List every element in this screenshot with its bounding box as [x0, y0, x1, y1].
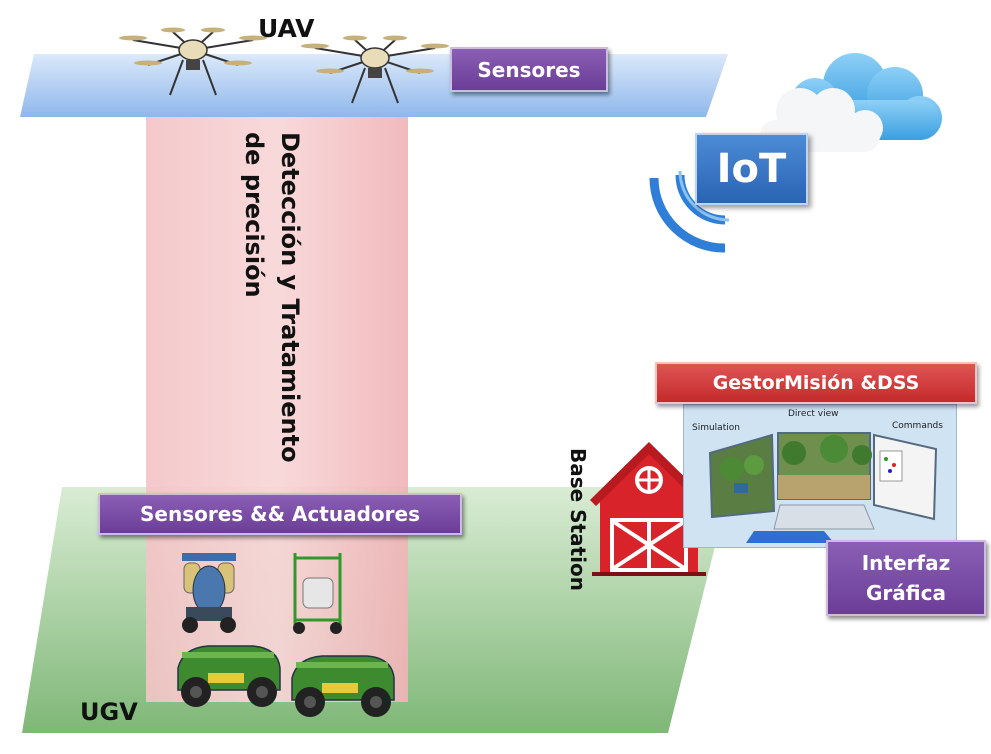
wifi-signal-icon — [649, 170, 730, 253]
gestor-mision-label: GestorMisión &DSS — [712, 372, 920, 394]
ugv-robot-icon-left — [177, 645, 281, 707]
detection-treatment-label: Detección y Tratamiento de precisión — [240, 132, 304, 463]
ugv-label: UGV — [80, 698, 138, 726]
cloud-icon — [760, 53, 942, 152]
sensores-box: Sensores — [450, 47, 608, 92]
sensores-label: Sensores — [477, 57, 581, 82]
sensores-actuadores-box: Sensores && Actuadores — [98, 493, 462, 535]
drone-icon-right — [301, 35, 449, 104]
detection-column — [146, 112, 408, 702]
sprayer-implement-icon-left — [182, 553, 236, 633]
gestor-mision-box: GestorMisión &DSS — [655, 362, 977, 404]
interfaz-line1-label: Interfaz — [861, 551, 951, 575]
gui-caption-direct-view: Direct view — [788, 409, 839, 419]
base-station-label: Base Station — [566, 448, 590, 592]
interfaz-grafica-box: Interfaz Gráfica — [826, 540, 986, 616]
gui-monitors-illustration — [708, 432, 938, 543]
iot-box: IoT — [695, 133, 808, 205]
gui-screenshot-panel: Simulation Direct view Commands — [683, 404, 957, 548]
gui-caption-commands: Commands — [892, 421, 943, 431]
ugv-robot-icon-right — [291, 655, 395, 717]
sensores-actuadores-label: Sensores && Actuadores — [139, 502, 420, 526]
iot-label: IoT — [716, 146, 787, 192]
sprayer-implement-icon-right — [293, 553, 342, 634]
uav-label: UAV — [258, 14, 315, 43]
interfaz-line2-label: Gráfica — [866, 581, 946, 605]
drone-icon-left — [119, 27, 267, 96]
gui-caption-simulation: Simulation — [692, 423, 740, 433]
